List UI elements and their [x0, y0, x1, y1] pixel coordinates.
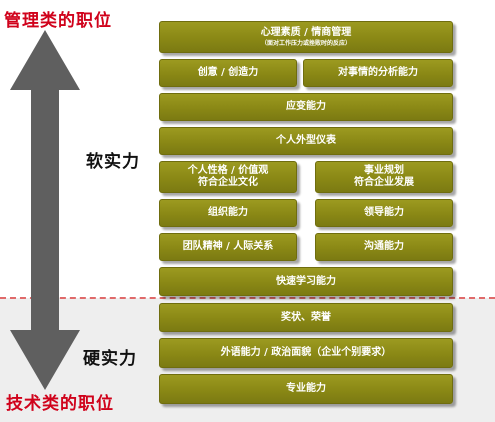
block-analysis: 对事情的分析能力: [303, 59, 453, 87]
block-psychology-subtitle: （面对工作压力或挫败时的反应）: [260, 39, 351, 47]
double-arrow-icon: [10, 30, 80, 390]
block-personality-line1: 个人性格 / 价值观: [187, 165, 269, 176]
soft-hard-divider: [0, 297, 495, 299]
soft-skills-label: 软实力: [86, 152, 140, 172]
block-appearance: 个人外型仪表: [159, 127, 453, 155]
block-career-line1: 事业规划: [364, 165, 404, 176]
block-career: 事业规划 符合企业发展: [315, 161, 453, 193]
block-adaptability: 应变能力: [159, 93, 453, 121]
block-communication: 沟通能力: [315, 233, 453, 261]
block-leadership: 领导能力: [315, 199, 453, 227]
block-professional: 专业能力: [159, 374, 453, 404]
block-fast-learning: 快速学习能力: [159, 267, 453, 296]
management-positions-label: 管理类的职位: [4, 11, 112, 31]
block-awards: 奖状、荣誉: [159, 303, 453, 332]
block-psychology-title: 心理素质 / 情商管理: [260, 26, 352, 38]
block-teamwork: 团队精神 / 人际关系: [159, 233, 297, 261]
block-creativity: 创意 / 创造力: [159, 59, 297, 87]
block-organization: 组织能力: [159, 199, 297, 227]
hard-skills-label: 硬实力: [83, 349, 137, 369]
block-psychology: 心理素质 / 情商管理 （面对工作压力或挫败时的反应）: [159, 21, 453, 53]
block-personality-line2: 符合企业文化: [198, 177, 258, 188]
block-language-politics: 外语能力 / 政治面貌（企业个别要求）: [159, 338, 453, 368]
block-career-line2: 符合企业发展: [354, 177, 414, 188]
technical-positions-label: 技术类的职位: [6, 394, 114, 414]
block-personality: 个人性格 / 价值观 符合企业文化: [159, 161, 297, 193]
